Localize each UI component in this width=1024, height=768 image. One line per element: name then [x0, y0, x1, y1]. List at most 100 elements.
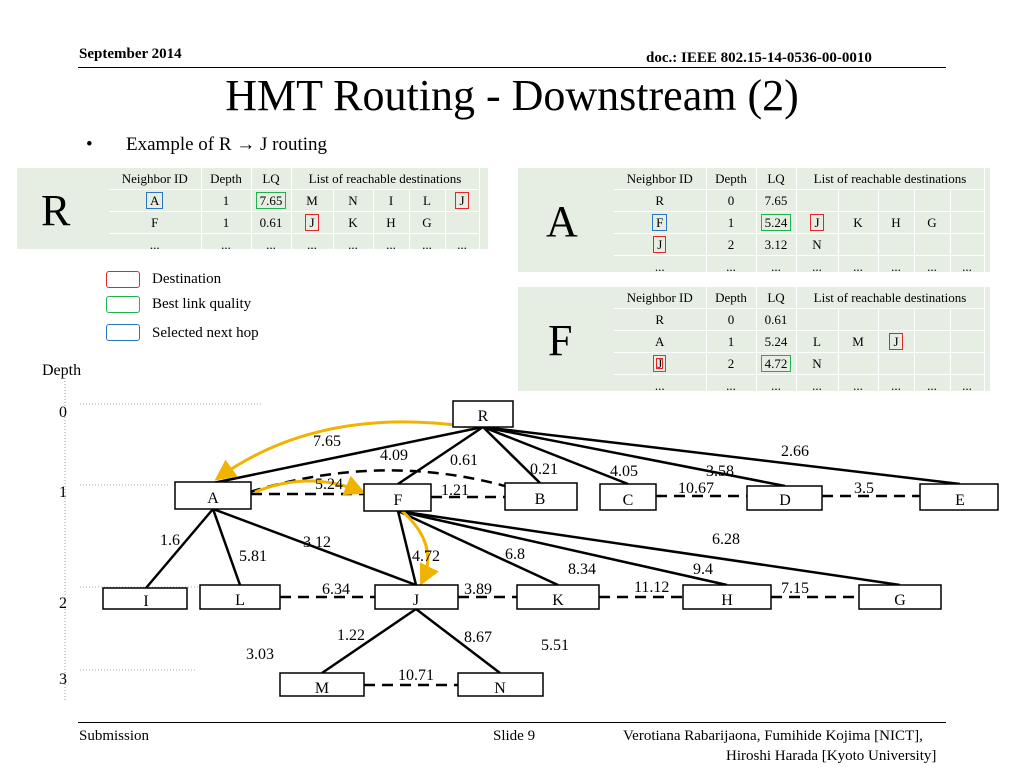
link-a-i: [145, 508, 214, 589]
node-f: F: [394, 492, 403, 509]
link-r-d: [482, 425, 786, 488]
lq-label: 7.15: [781, 580, 809, 597]
node-j: J: [413, 592, 419, 609]
link-f-j: [396, 510, 418, 586]
lq-label: 5.24: [315, 476, 343, 493]
destination-mark: J: [810, 214, 824, 231]
lq-label: 8.67: [464, 629, 492, 646]
link-a-j: [212, 507, 417, 587]
table-a-grid: Neighbor ID Depth LQ List of reachable d…: [614, 168, 985, 278]
routing-table-f: F Neighbor ID Depth LQ List of reachable…: [518, 287, 990, 397]
table-r-grid: Neighbor ID Depth LQ List of reachable d…: [109, 168, 480, 256]
routing-table-r: R Neighbor ID Depth LQ List of reachable…: [17, 168, 488, 256]
col-neighbor-id: Neighbor ID: [614, 168, 707, 190]
link-r-c: [482, 425, 629, 486]
lq-label: 0.21: [530, 461, 558, 478]
table-row: R 0 7.65: [614, 189, 985, 212]
legend-selected-next-hop: Selected next hop: [152, 325, 259, 341]
legend-destination-swatch: [106, 271, 140, 288]
node-k: K: [552, 592, 564, 609]
table-f-label: F: [548, 316, 573, 365]
node-e-box: [919, 483, 999, 511]
selected-next-hop-mark: J: [653, 355, 667, 372]
link-f-g: [397, 509, 901, 587]
node-n: N: [494, 680, 506, 697]
header-rule: [78, 67, 946, 68]
bullet-text: Example of R → J routing: [126, 134, 328, 155]
col-lq: LQ: [756, 168, 797, 190]
legend-destination: Destination: [152, 271, 222, 287]
node-l: L: [235, 592, 245, 609]
table-row: J 2 4.72 N: [614, 352, 985, 375]
table-a-label: A: [546, 197, 578, 246]
lq-label: 6.8: [505, 546, 525, 563]
routing-table-a: A Neighbor ID Depth LQ List of reachable…: [518, 168, 990, 278]
lq-label: 1.21: [441, 482, 469, 499]
table-f-header-row: Neighbor ID Depth LQ List of reachable d…: [614, 287, 985, 309]
depth-level-2: 2: [59, 595, 67, 612]
selected-next-hop-mark: F: [652, 214, 668, 231]
link-r-f: [397, 425, 484, 486]
node-i-box: [102, 587, 188, 610]
lq-label: 11.12: [634, 579, 669, 596]
node-j-box: [374, 584, 459, 610]
col-neighbor-id: Neighbor ID: [614, 287, 707, 309]
table-row: R 0 0.61: [614, 308, 985, 331]
node-g-box: [858, 584, 942, 610]
table-row: ... ... ... ... ... ... ... ...: [614, 374, 985, 397]
link-r-b: [482, 426, 541, 484]
table-f-grid: Neighbor ID Depth LQ List of reachable d…: [614, 287, 985, 397]
node-b: B: [535, 491, 546, 508]
node-i: I: [143, 593, 148, 610]
lq-label: 7.65: [313, 433, 341, 450]
col-destinations: List of reachable destinations: [796, 287, 985, 309]
lq-label: 3.58: [706, 463, 734, 480]
col-neighbor-id: Neighbor ID: [109, 168, 202, 190]
lq-label: 5.51: [541, 637, 569, 654]
node-l-box: [199, 584, 281, 610]
best-link-mark: 4.72: [760, 355, 792, 372]
footer-submission: Submission: [79, 728, 150, 744]
bullet-marker: •: [86, 134, 93, 155]
table-a-header-row: Neighbor ID Depth LQ List of reachable d…: [614, 168, 985, 190]
link-r-e: [482, 425, 961, 486]
lq-label: 0.61: [450, 452, 478, 469]
node-h: H: [721, 592, 733, 609]
lq-label: 3.12: [303, 534, 331, 551]
footer-rule: [78, 722, 946, 723]
node-a: A: [207, 490, 219, 507]
table-row: A 1 5.24 L M J: [614, 330, 985, 353]
legend-best-link-swatch: [106, 296, 140, 313]
lq-label: 2.66: [781, 443, 809, 460]
table-row: A 1 7.65 M N I L J: [109, 189, 480, 212]
node-c: C: [623, 492, 634, 509]
lq-label: 8.34: [568, 561, 596, 578]
lq-label: 3.5: [854, 480, 874, 497]
depth-level-3: 3: [59, 671, 67, 688]
node-d: D: [779, 492, 791, 509]
link-j-m: [321, 607, 417, 675]
node-c-box: [599, 483, 657, 511]
lq-label: 3.89: [464, 581, 492, 598]
col-depth: Depth: [201, 168, 252, 190]
lq-label: 1.22: [337, 627, 365, 644]
table-row: F 1 0.61 J K H G: [109, 211, 480, 234]
node-k-box: [516, 584, 600, 610]
node-e: E: [955, 492, 965, 509]
col-destinations: List of reachable destinations: [796, 168, 985, 190]
link-r-a: [212, 425, 484, 485]
node-a-box: [174, 481, 252, 510]
footer-authors-line2: Hiroshi Harada [Kyoto University]: [726, 748, 937, 764]
destination-mark: J: [653, 236, 667, 253]
legend-best-link-quality: Best link quality: [152, 296, 252, 312]
route-arrow-f-j: [400, 509, 439, 586]
best-link-mark: 5.24: [760, 214, 792, 231]
lq-label: 4.09: [380, 447, 408, 464]
table-row: F 1 5.24 J K H G: [614, 211, 985, 234]
lq-label: 6.28: [712, 531, 740, 548]
header-doc-id: doc.: IEEE 802.15-14-0536-00-0010: [646, 50, 872, 66]
node-g: G: [894, 592, 906, 609]
node-f-box: [363, 483, 432, 512]
node-r-box: [452, 400, 514, 428]
